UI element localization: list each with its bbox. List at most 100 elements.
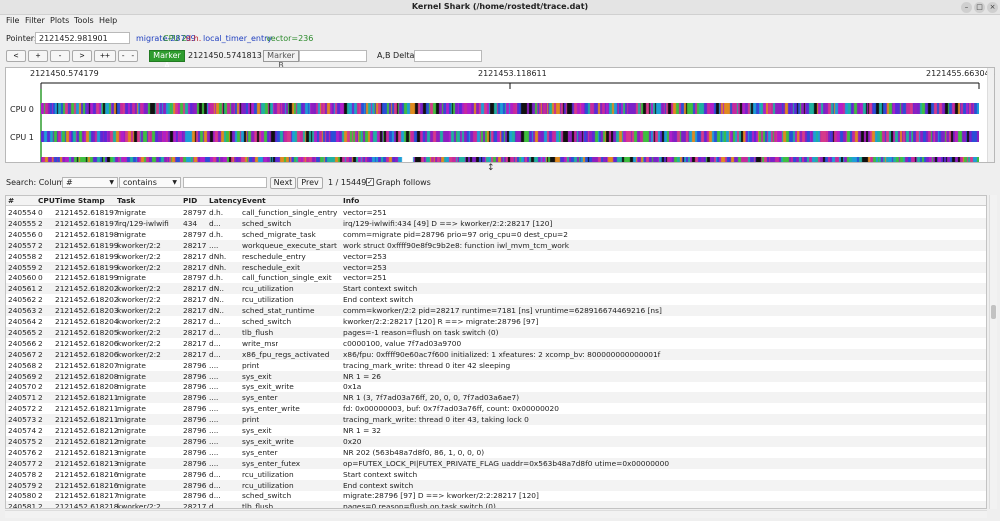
col-header-task[interactable]: Task — [117, 196, 136, 205]
cell-info: NR 1 (3, 7f7ad03a76ff, 20, 0, 0, 7f7ad03… — [343, 393, 520, 403]
search-prev-button[interactable]: Prev — [297, 177, 323, 189]
menu-filter[interactable]: Filter — [25, 16, 45, 25]
col-header-cpu[interactable]: CPU — [38, 196, 55, 205]
cell-pid: 28796 — [183, 426, 207, 435]
menu-plots[interactable]: Plots — [50, 16, 70, 25]
search-next-button[interactable]: Next — [270, 177, 296, 189]
col-header-latency[interactable]: Latency — [209, 196, 242, 205]
table-horizontal-scrollbar[interactable] — [5, 510, 987, 518]
cell-event: print — [242, 415, 260, 425]
col-header-pid[interactable]: PID — [183, 196, 198, 205]
pointer-time-field[interactable]: 2121452.981901 — [35, 32, 130, 44]
scroll-left-button[interactable]: < — [6, 50, 26, 62]
marker-b-button[interactable]: Marker B — [263, 50, 299, 70]
search-column-select[interactable]: # ▼ — [62, 177, 118, 188]
col-header-info[interactable]: Info — [343, 196, 360, 205]
cell-task: kworker/2:2 — [117, 327, 161, 337]
delta-field[interactable] — [414, 50, 482, 62]
zoom-min-button[interactable]: - - — [118, 50, 138, 62]
delta-label: A,B Delta: — [377, 51, 418, 60]
cell-event: sys_enter — [242, 393, 278, 403]
cell-latency: .... — [209, 393, 219, 403]
marker-b-field[interactable] — [299, 50, 367, 62]
cell-event: sys_enter_futex — [242, 458, 301, 468]
cell-timestamp: 2121452.618197 — [55, 208, 119, 217]
minimize-icon[interactable]: – — [961, 2, 972, 13]
cpu0-track[interactable] — [41, 103, 979, 114]
menu-tools[interactable]: Tools — [74, 16, 94, 25]
col-header-index[interactable]: # — [8, 196, 15, 205]
time-ruler — [40, 82, 980, 162]
scrollbar-thumb[interactable] — [991, 305, 996, 319]
splitter-handle-icon[interactable]: ↕ — [487, 163, 495, 173]
pointer-info: vector=236 — [266, 34, 314, 43]
cell-task: migrate — [117, 458, 146, 468]
event-table[interactable]: # CPU Time Stamp Task PID Latency Event … — [5, 195, 987, 509]
graph-follows-checkbox[interactable]: ✓ — [366, 178, 374, 186]
cell-info: fd: 0x00000003, buf: 0x7f7ad03a76ff, cou… — [343, 404, 559, 414]
cell-latency: .... — [209, 415, 219, 425]
cell-pid: 28217 — [183, 317, 207, 326]
cell-event: workqueue_execute_start — [242, 240, 337, 250]
zoom-max-button[interactable]: ++ — [94, 50, 116, 62]
zoom-out-button[interactable]: - — [50, 50, 70, 62]
table-vertical-scrollbar[interactable] — [989, 195, 997, 509]
marker-a-button[interactable]: Marker A — [149, 50, 185, 70]
trace-graph[interactable]: 2121450.574179 2121453.118611 2121455.66… — [5, 67, 995, 163]
close-icon[interactable]: × — [987, 2, 998, 13]
cpu1-track[interactable] — [41, 131, 979, 142]
cell-event: sys_exit — [242, 371, 272, 381]
cpu2-track-partial[interactable] — [41, 157, 979, 162]
menu-file[interactable]: File — [6, 16, 20, 25]
cell-latency: d... — [209, 480, 221, 490]
maximize-icon[interactable]: □ — [974, 2, 985, 13]
search-operator-select[interactable]: contains ▼ — [119, 177, 181, 188]
cell-pid: 28797 — [183, 273, 207, 283]
zoom-in-button[interactable]: + — [28, 50, 48, 62]
cell-task: migrate — [117, 404, 146, 414]
cell-index: 240581 — [8, 502, 37, 509]
col-header-timestamp[interactable]: Time Stamp — [55, 196, 105, 205]
cpu1-label: CPU 1 — [10, 133, 34, 142]
menu-help[interactable]: Help — [99, 16, 118, 25]
cell-task: kworker/2:2 — [117, 317, 161, 326]
scroll-right-button[interactable]: > — [72, 50, 92, 62]
cell-pid: 28217 — [183, 251, 207, 261]
cell-timestamp: 2121452.618202 — [55, 295, 119, 305]
cell-index: 240573 — [8, 415, 37, 425]
col-header-event[interactable]: Event — [242, 196, 266, 205]
cell-latency: .... — [209, 404, 219, 414]
cell-pid: 28796 — [183, 371, 207, 381]
graph-scrollbar[interactable] — [987, 68, 994, 162]
cell-timestamp: 2121452.618216 — [55, 480, 119, 490]
search-input[interactable] — [183, 177, 267, 188]
